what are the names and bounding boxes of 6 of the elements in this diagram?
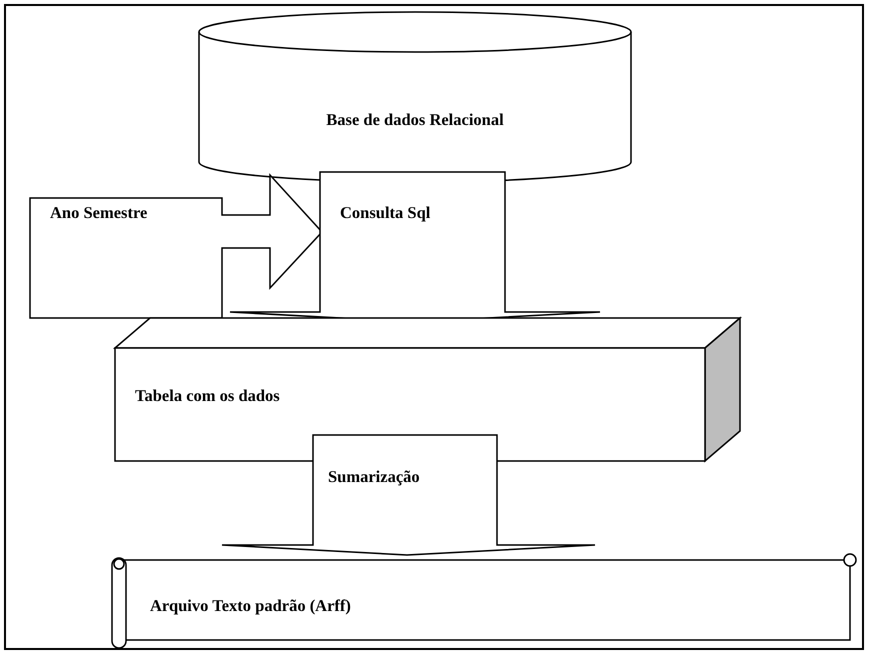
node-label: Base de dados Relacional [326, 110, 504, 130]
node-label: Arquivo Texto padrão (Arff) [150, 596, 351, 616]
node-label: Tabela com os dados [135, 386, 280, 406]
node-label: Consulta Sql [340, 203, 430, 223]
node-label: Sumarização [328, 467, 420, 487]
node-label: Ano Semestre [50, 203, 148, 223]
